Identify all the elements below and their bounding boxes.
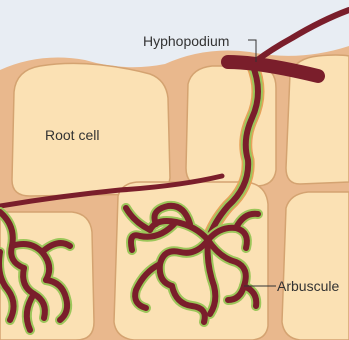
root-cell-label: Root cell [45,127,99,143]
arbuscule-label: Arbuscule [277,278,339,294]
cortical-cell-middle [114,182,268,340]
hyphopodium-label: Hyphopodium [143,33,229,49]
cortical-cell-right [282,192,349,340]
